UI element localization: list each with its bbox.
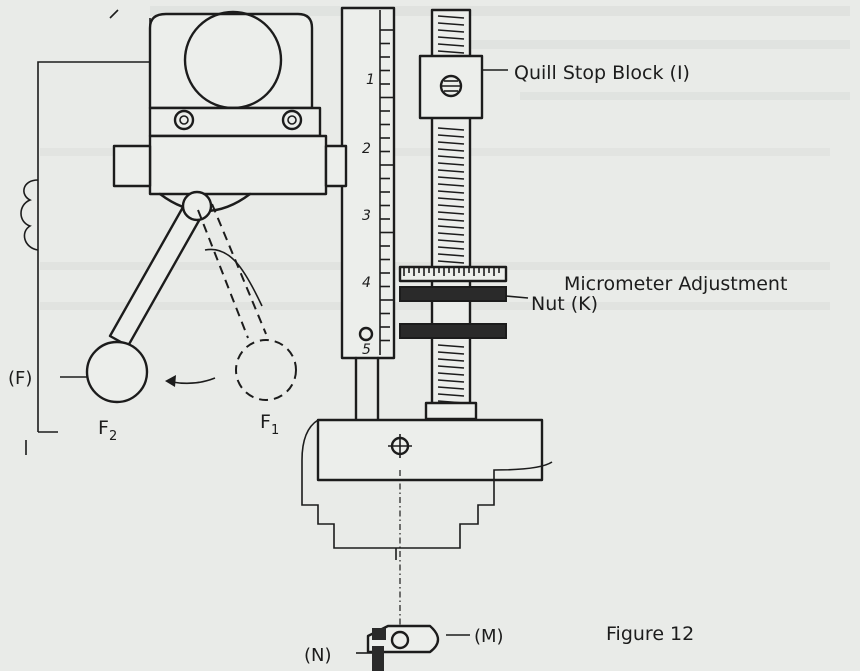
rod-thread [437, 246, 465, 250]
spindle-base [301, 418, 553, 654]
rod-thread [437, 169, 465, 173]
label-m: (M) [474, 626, 504, 647]
rod-thread [437, 148, 465, 152]
rod-thread [437, 386, 465, 390]
micrometer-adjustment-nut [398, 265, 529, 339]
label-f2: F2 [98, 417, 117, 444]
rod-thread [437, 372, 465, 376]
rod-thread [437, 155, 465, 159]
depth-stop-assembly [356, 624, 470, 671]
rod-thread [437, 351, 465, 355]
rod-thread [437, 253, 465, 257]
rod-thread [437, 29, 465, 33]
rod-thread [437, 218, 465, 222]
quill-depth-scale: 1 2 3 4 5 [340, 6, 396, 427]
rod-thread [437, 232, 465, 236]
label-micrometer-line1: Micrometer Adjustment [564, 273, 787, 295]
rod-thread [437, 36, 465, 40]
scale-tick-label: 3 [362, 208, 371, 224]
rod-thread [437, 127, 465, 131]
label-f: (F) [8, 368, 32, 389]
rod-thread [437, 183, 465, 187]
label-quill-stop-block: Quill Stop Block (I) [514, 62, 690, 84]
label-f1: F1 [260, 411, 279, 438]
scale-tick-label: 4 [362, 275, 371, 291]
feed-lever-housing [112, 10, 348, 213]
rod-thread [437, 141, 465, 145]
scale-tick-label: 2 [362, 141, 371, 157]
rod-thread [437, 50, 465, 54]
rod-thread [437, 190, 465, 194]
rod-thread [437, 134, 465, 138]
scale-tick-label: 5 [362, 342, 371, 358]
rod-thread [437, 176, 465, 180]
rod-thread [437, 393, 465, 397]
rod-thread [437, 365, 465, 369]
feed-lever-f1-ghost [197, 203, 297, 401]
rod-thread [437, 225, 465, 229]
rod-thread [437, 379, 465, 383]
rod-thread [437, 344, 465, 348]
quill-stop-block [418, 54, 508, 120]
scale-tick-label: 1 [366, 72, 375, 88]
rod-thread [437, 358, 465, 362]
figure-caption: Figure 12 [606, 623, 694, 645]
rod-thread [437, 204, 465, 208]
rod-thread [437, 162, 465, 166]
rod-thread [437, 15, 465, 19]
rod-thread [437, 22, 465, 26]
rod-thread [437, 239, 465, 243]
label-micrometer-line2: Nut (K) [531, 293, 598, 315]
rotation-arrow [165, 375, 216, 387]
head-housing-outline [25, 9, 151, 455]
rod-thread [437, 43, 465, 47]
label-n: (N) [304, 645, 332, 666]
housing-knob-left [20, 179, 39, 251]
rod-thread [437, 211, 465, 215]
rod-thread [437, 260, 465, 264]
rod-thread [437, 197, 465, 201]
feed-lever-f2 [85, 190, 213, 404]
